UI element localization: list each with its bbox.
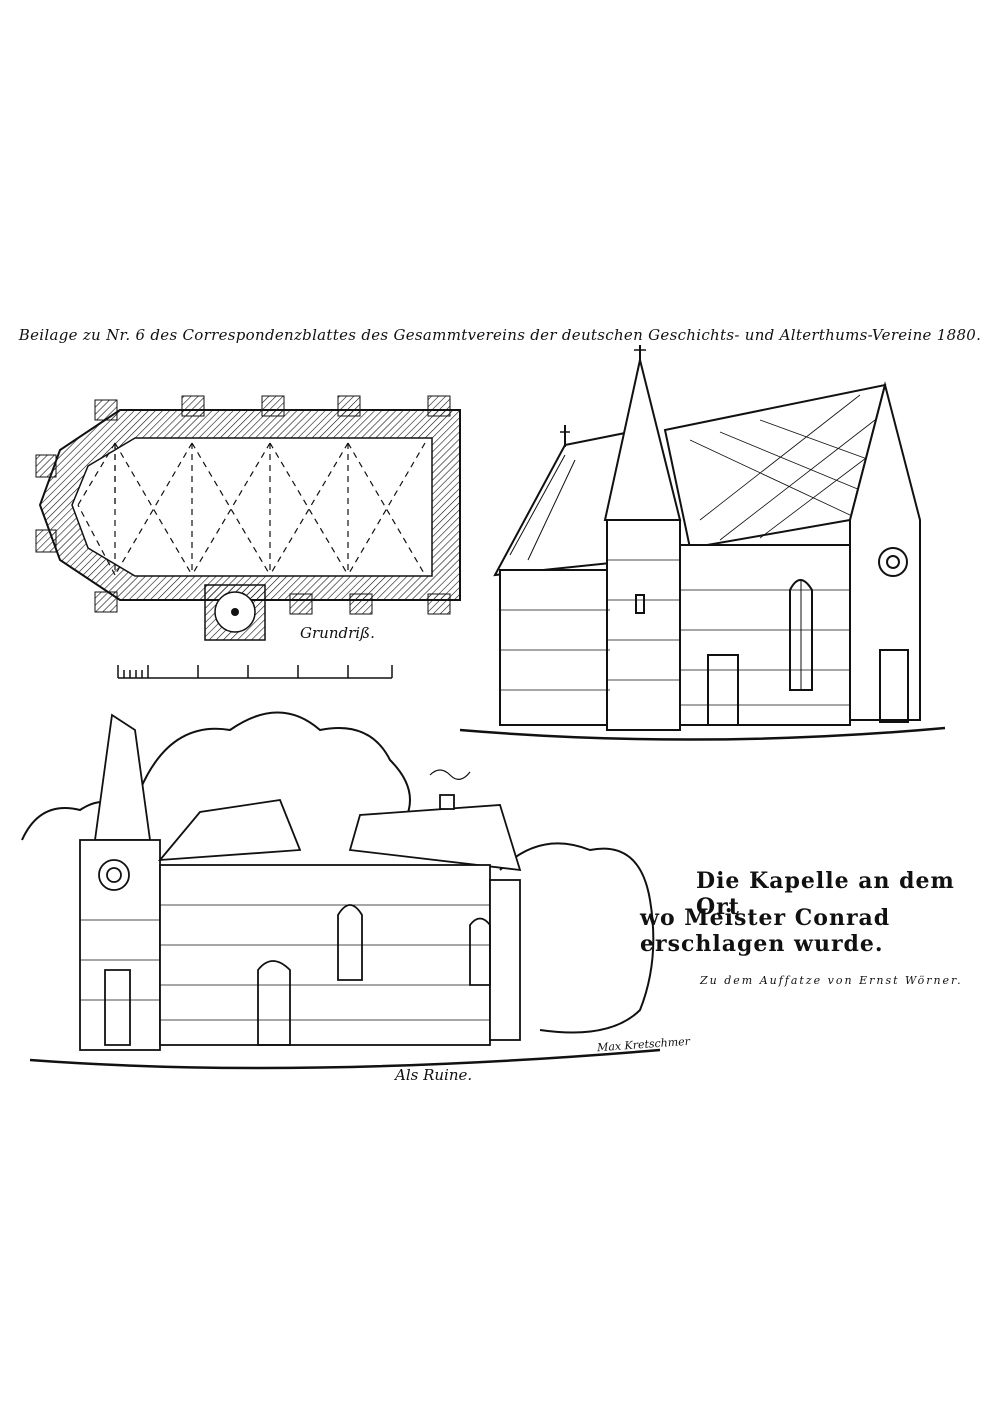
floor-plan-caption: Grundriß. [300,624,375,642]
plate-header: Beilage zu Nr. 6 des Correspondenzblatte… [18,326,982,344]
plate-title-line-1: Die Kapelle an dem Ort [696,868,955,920]
plate-title-line-2: wo Meister Conrad erschlagen wurde. [640,905,891,957]
ruin-caption: Als Ruine. [395,1066,473,1084]
plate-subtitle: Zu dem Auffatze von Ernst Wörner. [700,974,963,987]
